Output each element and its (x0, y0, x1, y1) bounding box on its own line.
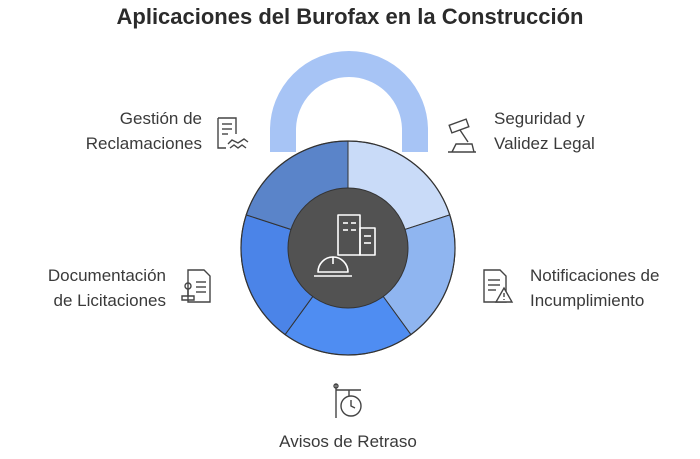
diagram-title: Aplicaciones del Burofax en la Construcc… (116, 4, 584, 29)
label-avisos: Avisos de Retraso (279, 432, 417, 451)
document-stamp-icon (178, 266, 216, 306)
gavel-icon (444, 116, 482, 156)
construction-helmet-building-icon (314, 214, 376, 277)
document-warning-icon (478, 266, 516, 306)
contract-handshake-icon (212, 114, 250, 154)
label-documentacion: Documentación de Licitaciones (47, 266, 166, 310)
label-gestion: Gestión de Reclamaciones (85, 109, 202, 153)
label-notificaciones: Notificaciones de Incumplimiento (530, 266, 660, 310)
clock-sign-icon (329, 380, 367, 420)
center-circle (287, 187, 409, 309)
label-seguridad: Seguridad y Validez Legal (494, 109, 595, 153)
padlock-shackle (270, 51, 428, 152)
